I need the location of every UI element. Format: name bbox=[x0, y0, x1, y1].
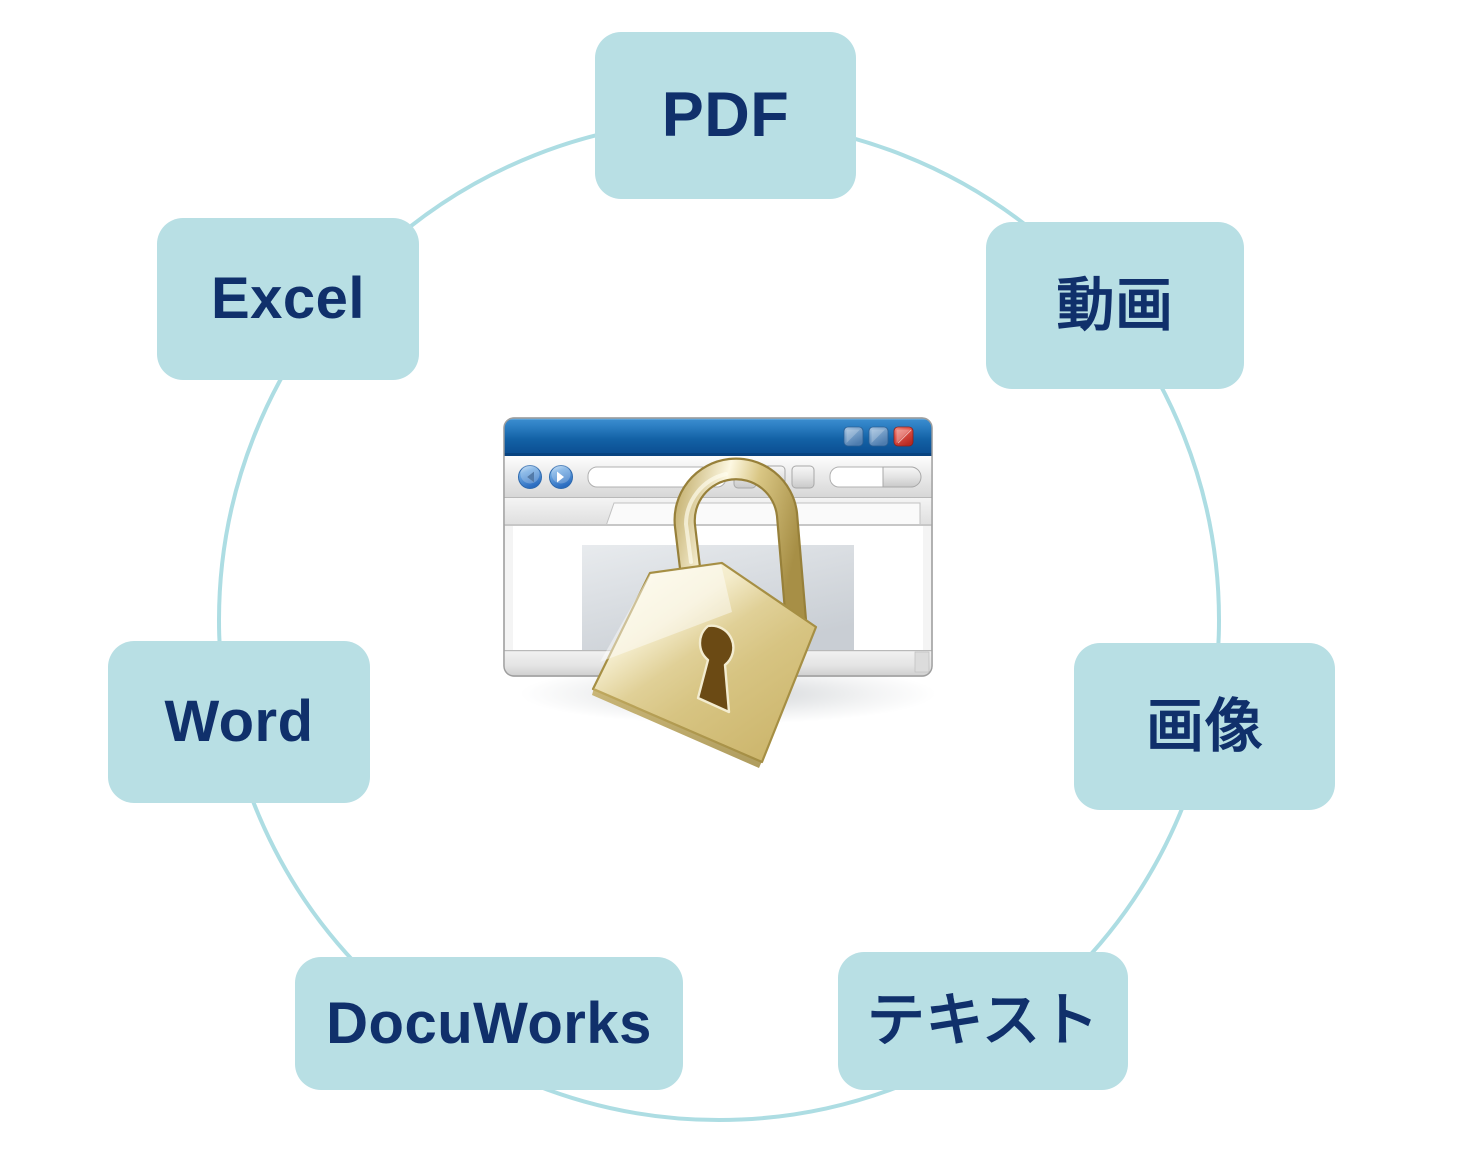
node-movie-label: 動画 bbox=[1056, 272, 1174, 338]
node-excel-label: Excel bbox=[210, 266, 366, 331]
node-movie[interactable]: 動画 bbox=[986, 222, 1244, 389]
minimize-button[interactable] bbox=[843, 426, 864, 447]
node-excel[interactable]: Excel bbox=[157, 218, 419, 380]
node-text[interactable]: テキスト bbox=[838, 952, 1128, 1090]
window-controls[interactable] bbox=[843, 426, 914, 447]
search-dropdown-handle[interactable] bbox=[882, 466, 922, 488]
toolbar-button-3[interactable] bbox=[791, 465, 815, 489]
maximize-button[interactable] bbox=[868, 426, 889, 447]
node-word[interactable]: Word bbox=[108, 641, 370, 803]
locked-browser-window[interactable] bbox=[500, 412, 948, 824]
node-text-label: テキスト bbox=[866, 988, 1100, 1053]
node-pdf[interactable]: PDF bbox=[595, 32, 856, 199]
window-titlebar bbox=[504, 418, 932, 456]
close-button[interactable] bbox=[893, 426, 914, 447]
padlock-icon bbox=[591, 457, 818, 768]
padlock-keyhole bbox=[696, 624, 735, 714]
node-image-label: 画像 bbox=[1145, 693, 1263, 759]
padlock-shackle bbox=[673, 457, 808, 625]
node-pdf-label: PDF bbox=[661, 80, 790, 150]
node-image[interactable]: 画像 bbox=[1074, 643, 1335, 810]
browser-tab[interactable] bbox=[605, 502, 921, 527]
node-docuworks[interactable]: DocuWorks bbox=[295, 957, 683, 1090]
node-word-label: Word bbox=[164, 689, 314, 754]
back-arrow-icon[interactable] bbox=[518, 464, 542, 489]
resize-grip[interactable] bbox=[914, 651, 930, 673]
forward-arrow-icon[interactable] bbox=[549, 464, 573, 489]
node-docuworks-label: DocuWorks bbox=[326, 990, 652, 1056]
